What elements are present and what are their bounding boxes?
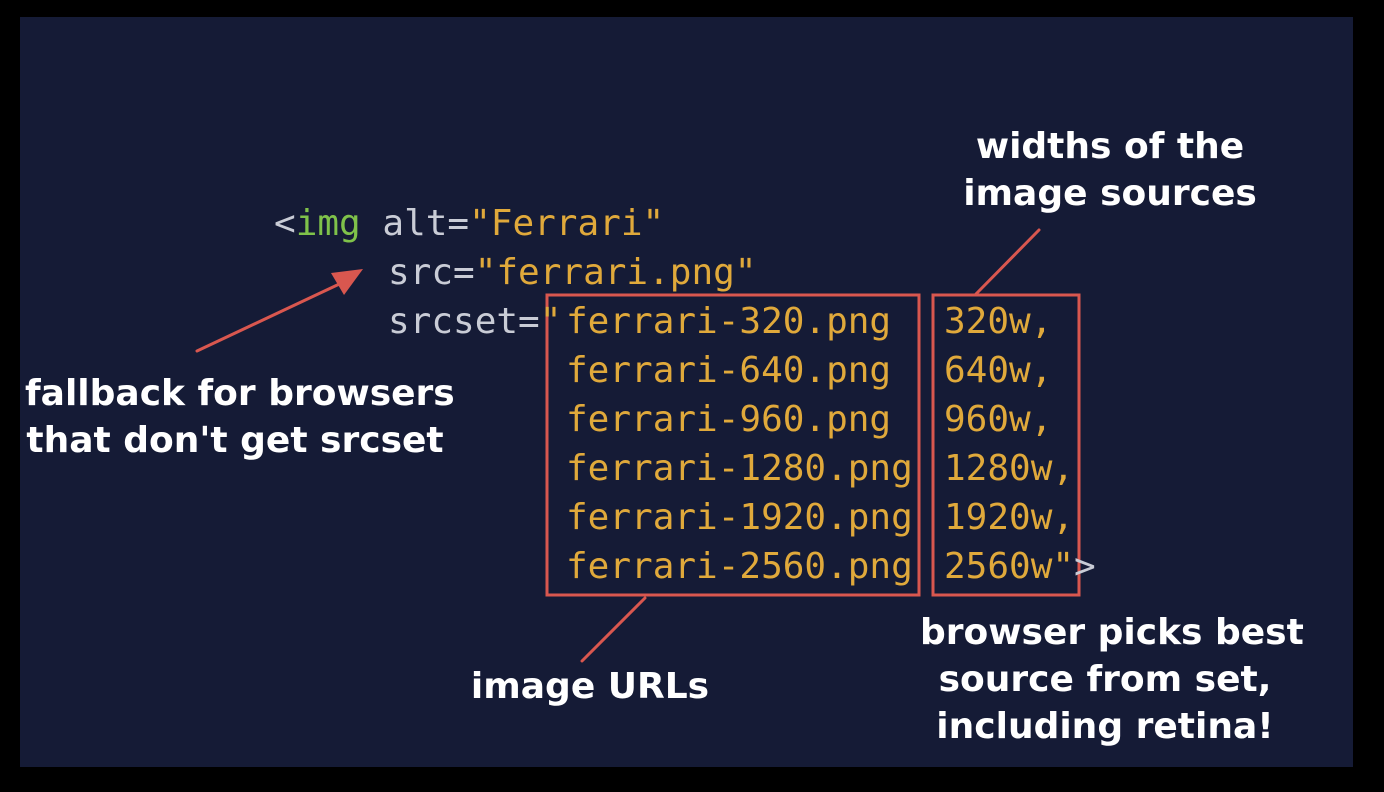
source-width-last: 2560w"> <box>944 542 1096 591</box>
fallback-arrow-head <box>331 269 363 295</box>
widths-box <box>931 293 1081 597</box>
source-url: ferrari-1920.png <box>566 497 913 538</box>
source-width: 1920w, <box>944 497 1075 538</box>
slide: <img alt="Ferrari" src="ferrari.png" src… <box>20 17 1353 767</box>
source-width: 640w, <box>944 350 1053 391</box>
source-url: ferrari-640.png <box>566 350 892 391</box>
srcset-attribute: srcset= <box>388 301 540 342</box>
source-url: ferrari-2560.png <box>566 546 913 587</box>
image-urls-box <box>545 293 921 597</box>
src-value: "ferrari.png" <box>474 252 757 293</box>
code-line-1: <img alt="Ferrari" <box>274 199 664 248</box>
alt-attribute: alt= <box>382 203 470 244</box>
urls-pointer-line <box>580 596 647 663</box>
fallback-arrow-line <box>195 277 352 353</box>
widths-pointer-line <box>974 228 1041 296</box>
source-width: 960w, <box>944 399 1053 440</box>
source-url: ferrari-1280.png <box>566 448 913 489</box>
source-width: 2560w" <box>944 546 1075 587</box>
fallback-annotation-line: fallback for browsers <box>25 373 455 414</box>
annotation-marks <box>195 228 1081 663</box>
code-line-2: src="ferrari.png" <box>388 248 756 297</box>
alt-value: "Ferrari" <box>469 203 665 244</box>
srcset-open-quote: " <box>539 301 562 342</box>
source-width: 320w, <box>944 301 1053 342</box>
src-attribute: src= <box>388 252 475 293</box>
image-urls-annotation-line: image URLs <box>470 666 710 707</box>
widths-annotation-line: image sources <box>963 173 1257 214</box>
image-urls-annotation: image URLs <box>460 663 720 710</box>
tag-name: img <box>295 203 361 244</box>
source-width: 1280w, <box>944 448 1075 489</box>
open-bracket: < <box>274 203 296 244</box>
code-line-3: srcset=" <box>388 297 561 346</box>
browser-picks-annotation-line: source from set, <box>938 659 1272 700</box>
browser-picks-annotation-line: browser picks best <box>920 612 1304 653</box>
browser-picks-annotation: browser picks best source from set, incl… <box>920 609 1304 750</box>
close-bracket: > <box>1074 546 1096 587</box>
fallback-annotation-line: that don't get srcset <box>26 420 444 461</box>
source-url: ferrari-960.png <box>566 399 892 440</box>
browser-picks-annotation-line: including retina! <box>936 706 1274 747</box>
widths-annotation-line: widths of the <box>975 126 1245 167</box>
widths-annotation: widths of the image sources <box>960 123 1260 217</box>
fallback-annotation: fallback for browsers that don't get src… <box>25 370 455 464</box>
source-url: ferrari-320.png <box>566 301 892 342</box>
